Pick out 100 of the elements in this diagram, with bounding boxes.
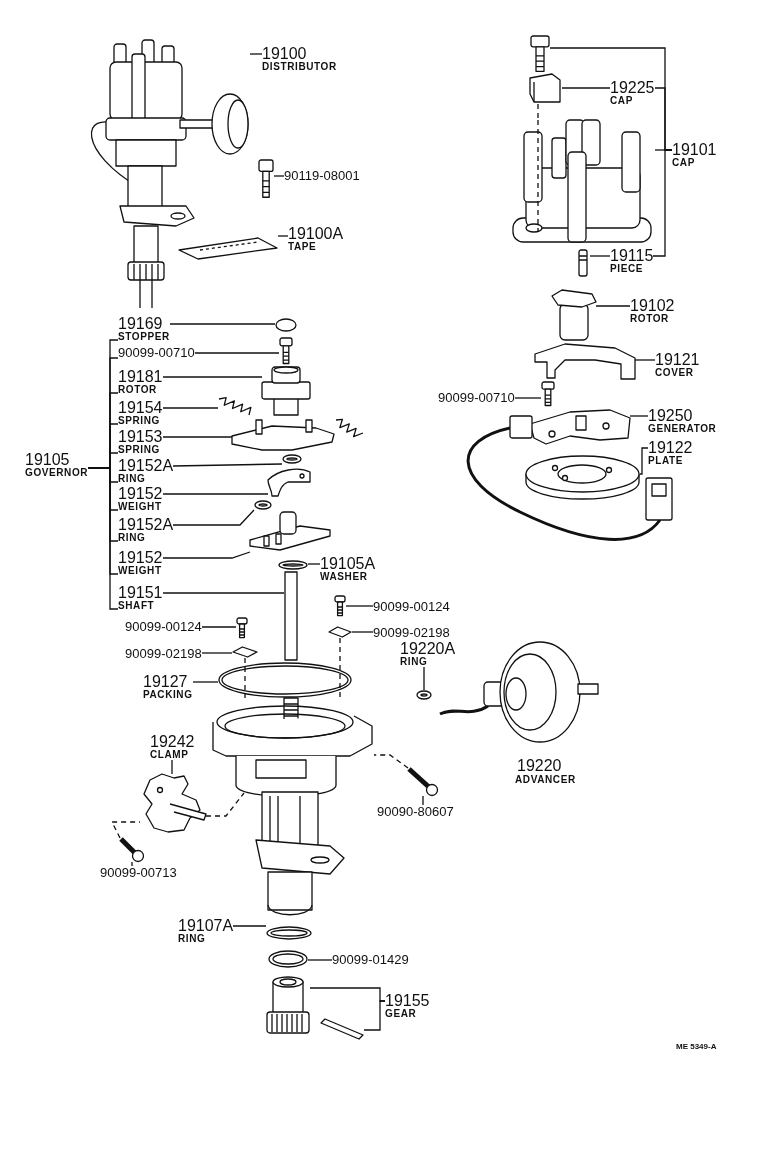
tape-drawing: [178, 236, 278, 260]
part-name: SPRING: [118, 415, 161, 426]
part-name: STOPPER: [118, 331, 170, 342]
pin-drawing: [576, 250, 590, 276]
square-washer-drawing: [328, 626, 352, 638]
leader-line: [629, 415, 649, 417]
rotor-drawing: [552, 290, 596, 342]
part-name: GOVERNOR: [25, 467, 89, 478]
part-name: WEIGHT: [118, 501, 163, 512]
leader-line: [162, 592, 285, 594]
part-number: 90119-08001: [284, 169, 360, 183]
part-number: 19127: [143, 674, 189, 689]
ring-drawing: [278, 560, 308, 570]
part-name: PLATE: [648, 455, 685, 466]
leader-line: [162, 493, 269, 495]
leader-line: [561, 87, 611, 89]
part-name: ROTOR: [630, 313, 670, 324]
bolt-drawing: [258, 160, 274, 198]
part-number: 19122: [648, 440, 693, 455]
part-name: WEIGHT: [118, 565, 163, 576]
leader-line: [307, 563, 321, 565]
stopper-drawing: [275, 318, 297, 332]
leader-line: [110, 821, 141, 839]
leader-line: [205, 792, 245, 817]
leader-line: [172, 509, 255, 526]
part-number: 19105A: [320, 556, 376, 571]
part-name: GENERATOR: [648, 423, 717, 434]
part-number: 19220: [517, 758, 562, 773]
leader-line: [232, 925, 267, 927]
part-number: 19220A: [400, 641, 456, 656]
packing-ring-drawing: [218, 662, 352, 698]
leader-line: [595, 305, 631, 307]
part-name: PACKING: [143, 689, 193, 700]
generator-drawing: [510, 408, 630, 446]
distributor-cap-drawing: [510, 120, 655, 245]
part-number: 19225: [610, 80, 655, 95]
bolt-drawing: [408, 768, 438, 796]
leader-line: [162, 376, 263, 378]
shaft-drawing: [284, 572, 298, 660]
leader-line: [423, 666, 425, 691]
leader-line: [639, 447, 649, 475]
ring-drawing: [266, 926, 312, 940]
ring-drawing: [282, 454, 302, 464]
part-name: DISTRIBUTOR: [262, 61, 337, 72]
part-number: 19107A: [178, 918, 234, 933]
part-name: RING: [400, 656, 429, 667]
bolt-drawing: [541, 382, 555, 406]
part-number: 90099-00710: [438, 391, 515, 405]
rotor-drawing: [262, 366, 310, 416]
square-washer-drawing: [232, 646, 258, 658]
part-number: 19152A: [118, 458, 174, 473]
leader-line: [351, 631, 374, 633]
part-number: 19152: [118, 550, 163, 565]
leader-line: [87, 467, 119, 610]
leader-line: [162, 407, 219, 409]
ring-drawing: [254, 500, 272, 510]
part-name: CAP: [610, 95, 634, 106]
bolt-drawing: [236, 618, 248, 638]
leader-line: [131, 861, 133, 867]
leader-line: [273, 175, 285, 177]
leader-line: [373, 754, 409, 769]
pin-drawing: [320, 1018, 364, 1040]
part-name: SPRING: [118, 444, 161, 455]
bolt-drawing: [120, 838, 144, 862]
weight-drawing: [268, 466, 310, 496]
leader-line: [249, 53, 263, 55]
part-number: 19121: [655, 352, 700, 367]
part-name: SHAFT: [118, 600, 156, 611]
cover-drawing: [535, 344, 635, 380]
leader-line: [162, 551, 251, 559]
leader-line: [589, 255, 611, 257]
part-name: RING: [178, 933, 207, 944]
part-number: 90099-00124: [373, 600, 450, 614]
leader-line: [514, 397, 542, 399]
leader-line: [363, 1000, 386, 1031]
part-number: 19101: [672, 142, 717, 157]
part-name: WASHER: [320, 571, 369, 582]
part-name: CAP: [672, 157, 696, 168]
leader-line: [192, 681, 219, 683]
leader-line: [339, 637, 341, 699]
gear-drawing: [266, 976, 310, 1034]
distributor-housing-drawing: [212, 698, 374, 918]
leader-line: [422, 795, 424, 806]
part-number: 19181: [118, 369, 163, 384]
leader-line: [345, 605, 374, 607]
part-number: 19151: [118, 585, 163, 600]
part-number: 19153: [118, 429, 163, 444]
leader-line: [201, 652, 233, 654]
part-number: 19155: [385, 993, 430, 1008]
bolt-drawing: [530, 36, 550, 72]
leader-line: [277, 235, 289, 237]
part-number: 90099-00710: [118, 346, 195, 360]
part-name: COVER: [655, 367, 695, 378]
leader-line: [171, 759, 173, 775]
part-number: 19152A: [118, 517, 174, 532]
leader-line: [307, 959, 333, 961]
part-number: 19152: [118, 486, 163, 501]
part-name: RING: [118, 473, 147, 484]
part-number: 19102: [630, 298, 675, 313]
leader-line: [537, 103, 539, 121]
